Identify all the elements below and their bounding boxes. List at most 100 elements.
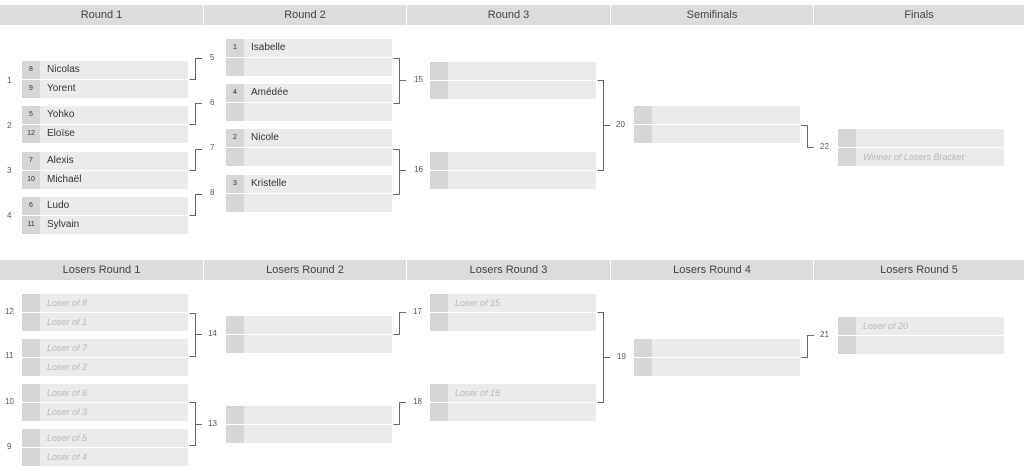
match-number: 22 xyxy=(820,142,829,151)
placeholder-name: Loser of 15 xyxy=(455,298,501,308)
match-number: 7 xyxy=(210,143,215,152)
match-slot[interactable]: 1 Isabelle xyxy=(226,39,392,57)
match-slot[interactable] xyxy=(430,62,596,80)
match-number: 4 xyxy=(7,211,12,220)
seed-badge xyxy=(430,62,448,80)
match-slot[interactable] xyxy=(634,339,800,357)
header-losers-round-3: Losers Round 3 xyxy=(407,260,610,280)
player-name: Amédée xyxy=(251,87,289,98)
match-19[interactable] xyxy=(634,339,800,376)
match-5[interactable]: 1 Isabelle xyxy=(226,39,392,76)
match-slot[interactable] xyxy=(430,152,596,170)
match-number: 15 xyxy=(414,75,423,84)
match-10[interactable]: Loser of 6 Loser of 3 xyxy=(22,384,188,421)
match-slot[interactable]: Loser of 3 xyxy=(22,403,188,421)
match-slot[interactable] xyxy=(430,403,596,421)
placeholder-name: Loser of 2 xyxy=(47,362,88,372)
match-slot[interactable]: Loser of 5 xyxy=(22,429,188,447)
match-13[interactable] xyxy=(226,406,392,443)
player-name: Yohko xyxy=(47,109,75,120)
match-17[interactable]: Loser of 15 xyxy=(430,294,596,331)
seed-badge: 11 xyxy=(22,216,40,234)
match-slot[interactable]: Loser of 4 xyxy=(22,448,188,466)
match-slot[interactable] xyxy=(634,106,800,124)
match-slot[interactable] xyxy=(226,148,392,166)
match-slot[interactable] xyxy=(226,194,392,212)
match-21[interactable]: Loser of 20 xyxy=(838,317,1004,354)
seed-badge xyxy=(226,194,244,212)
match-slot[interactable] xyxy=(430,81,596,99)
match-number: 18 xyxy=(413,397,422,406)
match-11[interactable]: Loser of 7 Loser of 2 xyxy=(22,339,188,376)
match-slot[interactable] xyxy=(838,129,1004,147)
seed-badge xyxy=(838,129,856,147)
match-slot[interactable] xyxy=(634,125,800,143)
header-losers-round-4: Losers Round 4 xyxy=(611,260,813,280)
match-12[interactable]: Loser of 8 Loser of 1 xyxy=(22,294,188,331)
match-15[interactable] xyxy=(430,62,596,99)
seed-badge: 7 xyxy=(22,152,40,170)
placeholder-name: Loser of 16 xyxy=(455,388,501,398)
match-slot[interactable]: Loser of 20 xyxy=(838,317,1004,335)
seed-badge xyxy=(22,294,40,312)
header-round-3: Round 3 xyxy=(407,5,610,25)
match-slot[interactable] xyxy=(226,58,392,76)
header-round-2: Round 2 xyxy=(204,5,406,25)
header-losers-round-5: Losers Round 5 xyxy=(814,260,1024,280)
match-20[interactable] xyxy=(634,106,800,143)
seed-badge xyxy=(22,339,40,357)
match-slot[interactable]: Loser of 16 xyxy=(430,384,596,402)
player-name: Sylvain xyxy=(47,219,80,230)
match-slot[interactable] xyxy=(226,406,392,424)
match-22[interactable]: Winner of Losers Bracket xyxy=(838,129,1004,166)
match-slot[interactable] xyxy=(634,358,800,376)
match-18[interactable]: Loser of 16 xyxy=(430,384,596,421)
match-slot[interactable]: Loser of 6 xyxy=(22,384,188,402)
match-slot[interactable]: Loser of 7 xyxy=(22,339,188,357)
seed-badge: 1 xyxy=(226,39,244,57)
seed-badge xyxy=(838,317,856,335)
match-slot[interactable]: Loser of 1 xyxy=(22,313,188,331)
match-16[interactable] xyxy=(430,152,596,189)
match-slot[interactable] xyxy=(430,313,596,331)
match-slot[interactable] xyxy=(226,425,392,443)
player-name: Isabelle xyxy=(251,42,286,53)
seed-badge xyxy=(226,425,244,443)
match-slot[interactable] xyxy=(226,103,392,121)
header-finals: Finals xyxy=(814,5,1024,25)
match-slot[interactable]: Winner of Losers Bracket xyxy=(838,148,1004,166)
match-9[interactable]: Loser of 5 Loser of 4 xyxy=(22,429,188,466)
match-slot[interactable]: Loser of 15 xyxy=(430,294,596,312)
match-slot[interactable] xyxy=(430,171,596,189)
match-slot[interactable] xyxy=(838,336,1004,354)
seed-badge xyxy=(226,316,244,334)
seed-badge xyxy=(838,336,856,354)
placeholder-name: Loser of 1 xyxy=(47,317,88,327)
seed-badge xyxy=(226,406,244,424)
match-14[interactable] xyxy=(226,316,392,353)
match-slot[interactable] xyxy=(226,335,392,353)
match-slot[interactable]: Loser of 2 xyxy=(22,358,188,376)
player-name: Michaël xyxy=(47,174,82,185)
player-name: Eloïse xyxy=(47,128,75,139)
match-slot[interactable] xyxy=(226,316,392,334)
match-slot[interactable]: Loser of 8 xyxy=(22,294,188,312)
match-slot[interactable]: 11 Sylvain xyxy=(22,216,188,234)
